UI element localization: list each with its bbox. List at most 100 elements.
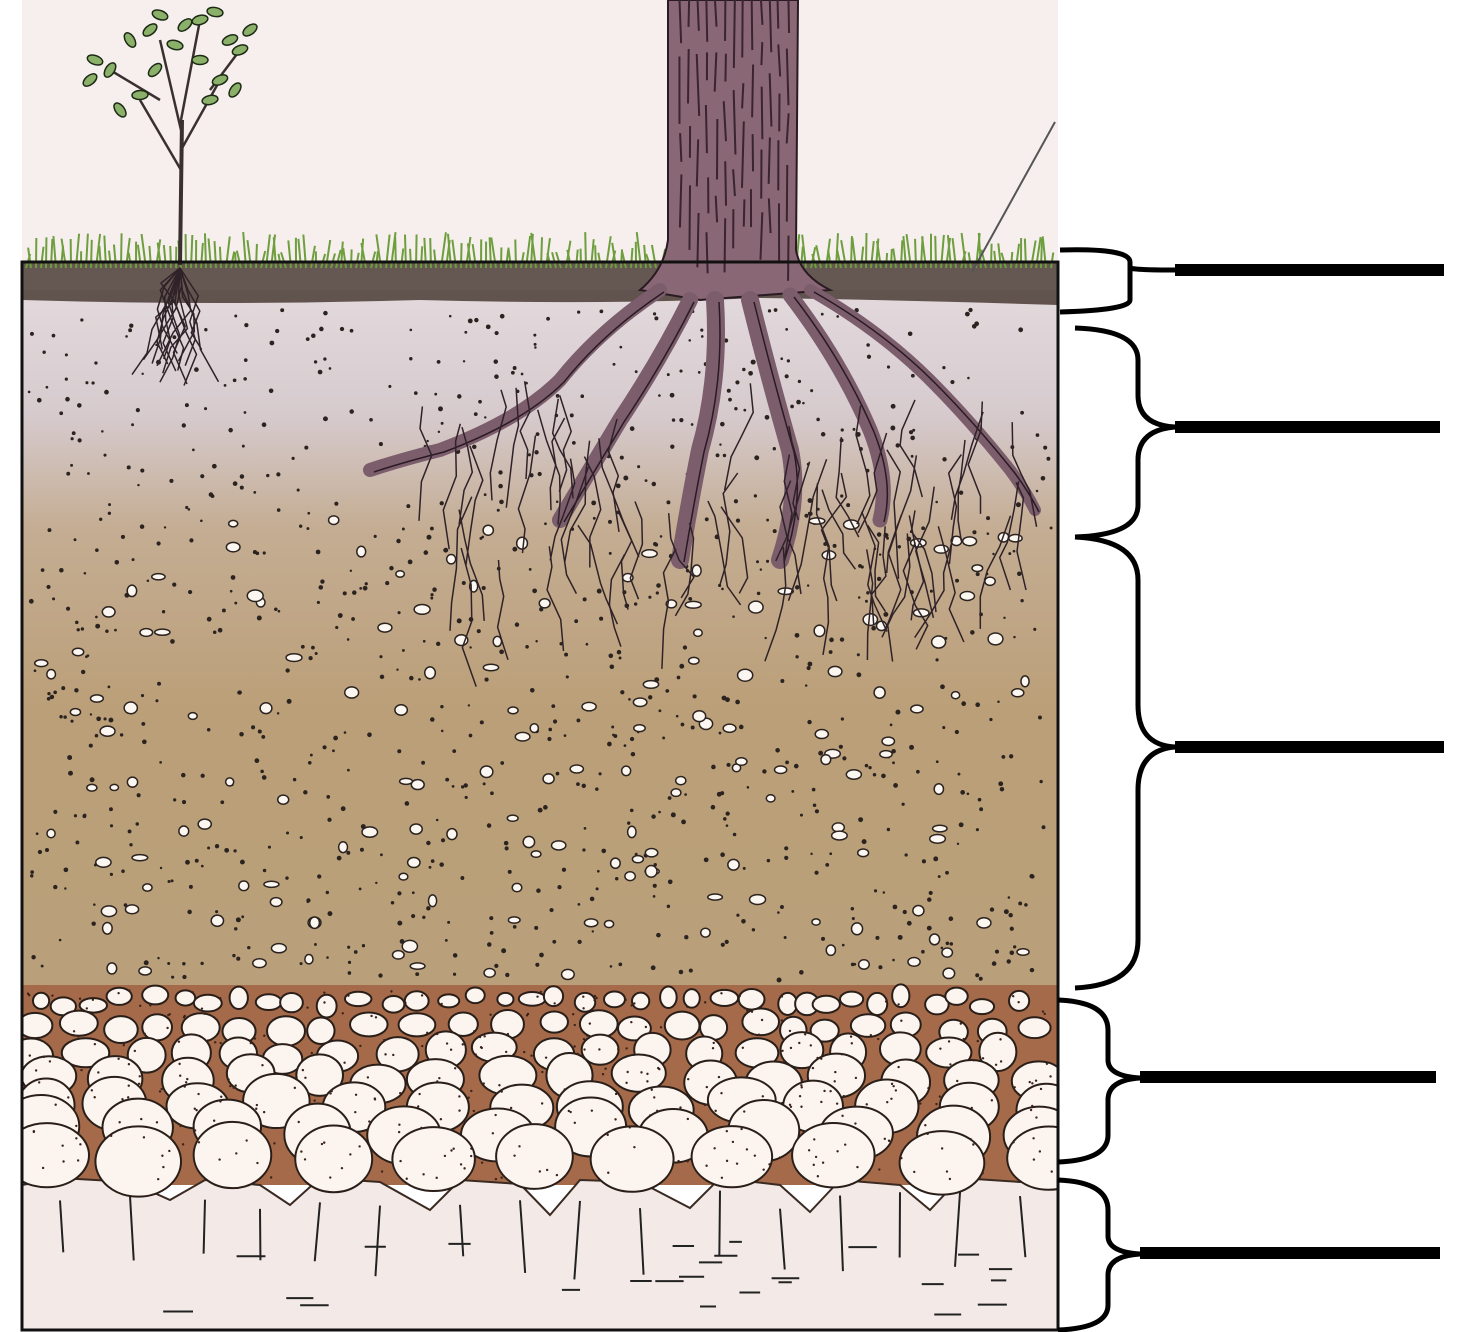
grit — [593, 999, 595, 1001]
pebble — [670, 393, 675, 398]
grit — [615, 1093, 617, 1095]
grit — [121, 1098, 123, 1100]
gravel — [880, 751, 892, 758]
bark-line — [697, 213, 698, 267]
pebble — [528, 453, 531, 456]
grit — [630, 1004, 632, 1006]
grit — [948, 1040, 950, 1042]
grit — [939, 1047, 941, 1049]
pebble — [460, 876, 464, 880]
pebble — [716, 453, 720, 457]
grit — [781, 995, 783, 997]
pebble — [938, 875, 941, 878]
gravel — [345, 687, 359, 698]
pebble — [274, 607, 278, 611]
grit — [43, 1056, 45, 1058]
pebble — [583, 597, 587, 601]
pebble — [172, 335, 176, 339]
gravel — [110, 784, 118, 790]
gravel — [846, 770, 861, 779]
pebble — [611, 725, 614, 728]
pebble — [534, 346, 537, 349]
pebble — [656, 583, 661, 588]
pebble — [93, 903, 96, 906]
pebble — [534, 343, 537, 346]
pebble — [483, 782, 486, 785]
grit — [939, 1095, 941, 1097]
grit — [971, 1107, 973, 1109]
pebble — [359, 887, 362, 890]
pebble — [879, 553, 881, 555]
grit — [591, 1109, 593, 1111]
grass-blade — [461, 243, 462, 268]
pebble — [1008, 913, 1012, 917]
pebble — [306, 527, 309, 530]
gravel — [604, 920, 613, 927]
stone — [280, 993, 303, 1012]
pebble — [624, 744, 627, 747]
pebble — [317, 874, 321, 878]
pebble — [301, 645, 305, 649]
pebble — [935, 658, 938, 661]
pebble — [735, 700, 740, 705]
pebble — [128, 829, 132, 833]
pebble — [380, 853, 383, 856]
pebble — [683, 645, 687, 649]
pebble — [751, 360, 756, 365]
pebble — [380, 675, 385, 680]
grit — [86, 1007, 88, 1009]
grit — [1032, 1137, 1034, 1139]
grit — [629, 1126, 631, 1128]
grit — [589, 1022, 591, 1024]
gravel — [102, 607, 115, 617]
gravel — [411, 780, 424, 790]
pebble — [959, 491, 963, 495]
gravel — [693, 711, 706, 722]
pebble — [303, 790, 307, 794]
gravel — [264, 881, 279, 887]
pebble — [836, 315, 839, 318]
pebble — [840, 637, 844, 641]
grit — [381, 1170, 383, 1172]
grit — [841, 1115, 843, 1117]
grit — [161, 1088, 163, 1090]
grass-blade — [1025, 239, 1026, 268]
pebble — [785, 761, 789, 765]
stone — [692, 1126, 773, 1187]
pebble — [935, 501, 938, 504]
pebble — [144, 960, 149, 965]
grit — [854, 1122, 856, 1124]
pebble — [955, 730, 959, 734]
grit — [510, 1107, 512, 1109]
grit — [813, 1138, 815, 1140]
pebble — [679, 418, 683, 422]
pebble — [701, 335, 704, 338]
gravel — [633, 698, 647, 706]
pebble — [992, 553, 994, 555]
pebble — [233, 481, 238, 486]
pebble — [441, 838, 445, 842]
grit — [254, 1037, 256, 1039]
grit — [458, 1109, 460, 1111]
pebble — [768, 309, 771, 312]
grit — [836, 1102, 838, 1104]
grit — [156, 1121, 158, 1123]
pebble — [426, 440, 428, 442]
gravel — [72, 648, 83, 656]
pebble — [637, 465, 640, 468]
pebble — [293, 778, 296, 781]
grit — [706, 1086, 708, 1088]
pebble — [94, 361, 97, 364]
pebble — [653, 884, 657, 888]
gravel — [874, 687, 885, 698]
pebble — [47, 697, 51, 701]
grit — [256, 1162, 258, 1164]
pebble — [538, 472, 542, 476]
pebble — [959, 822, 964, 827]
stone — [1019, 1017, 1051, 1038]
pebble — [59, 715, 62, 718]
pebble — [318, 370, 323, 375]
pebble — [75, 621, 79, 625]
gravel — [87, 784, 97, 791]
grit — [505, 1051, 507, 1053]
